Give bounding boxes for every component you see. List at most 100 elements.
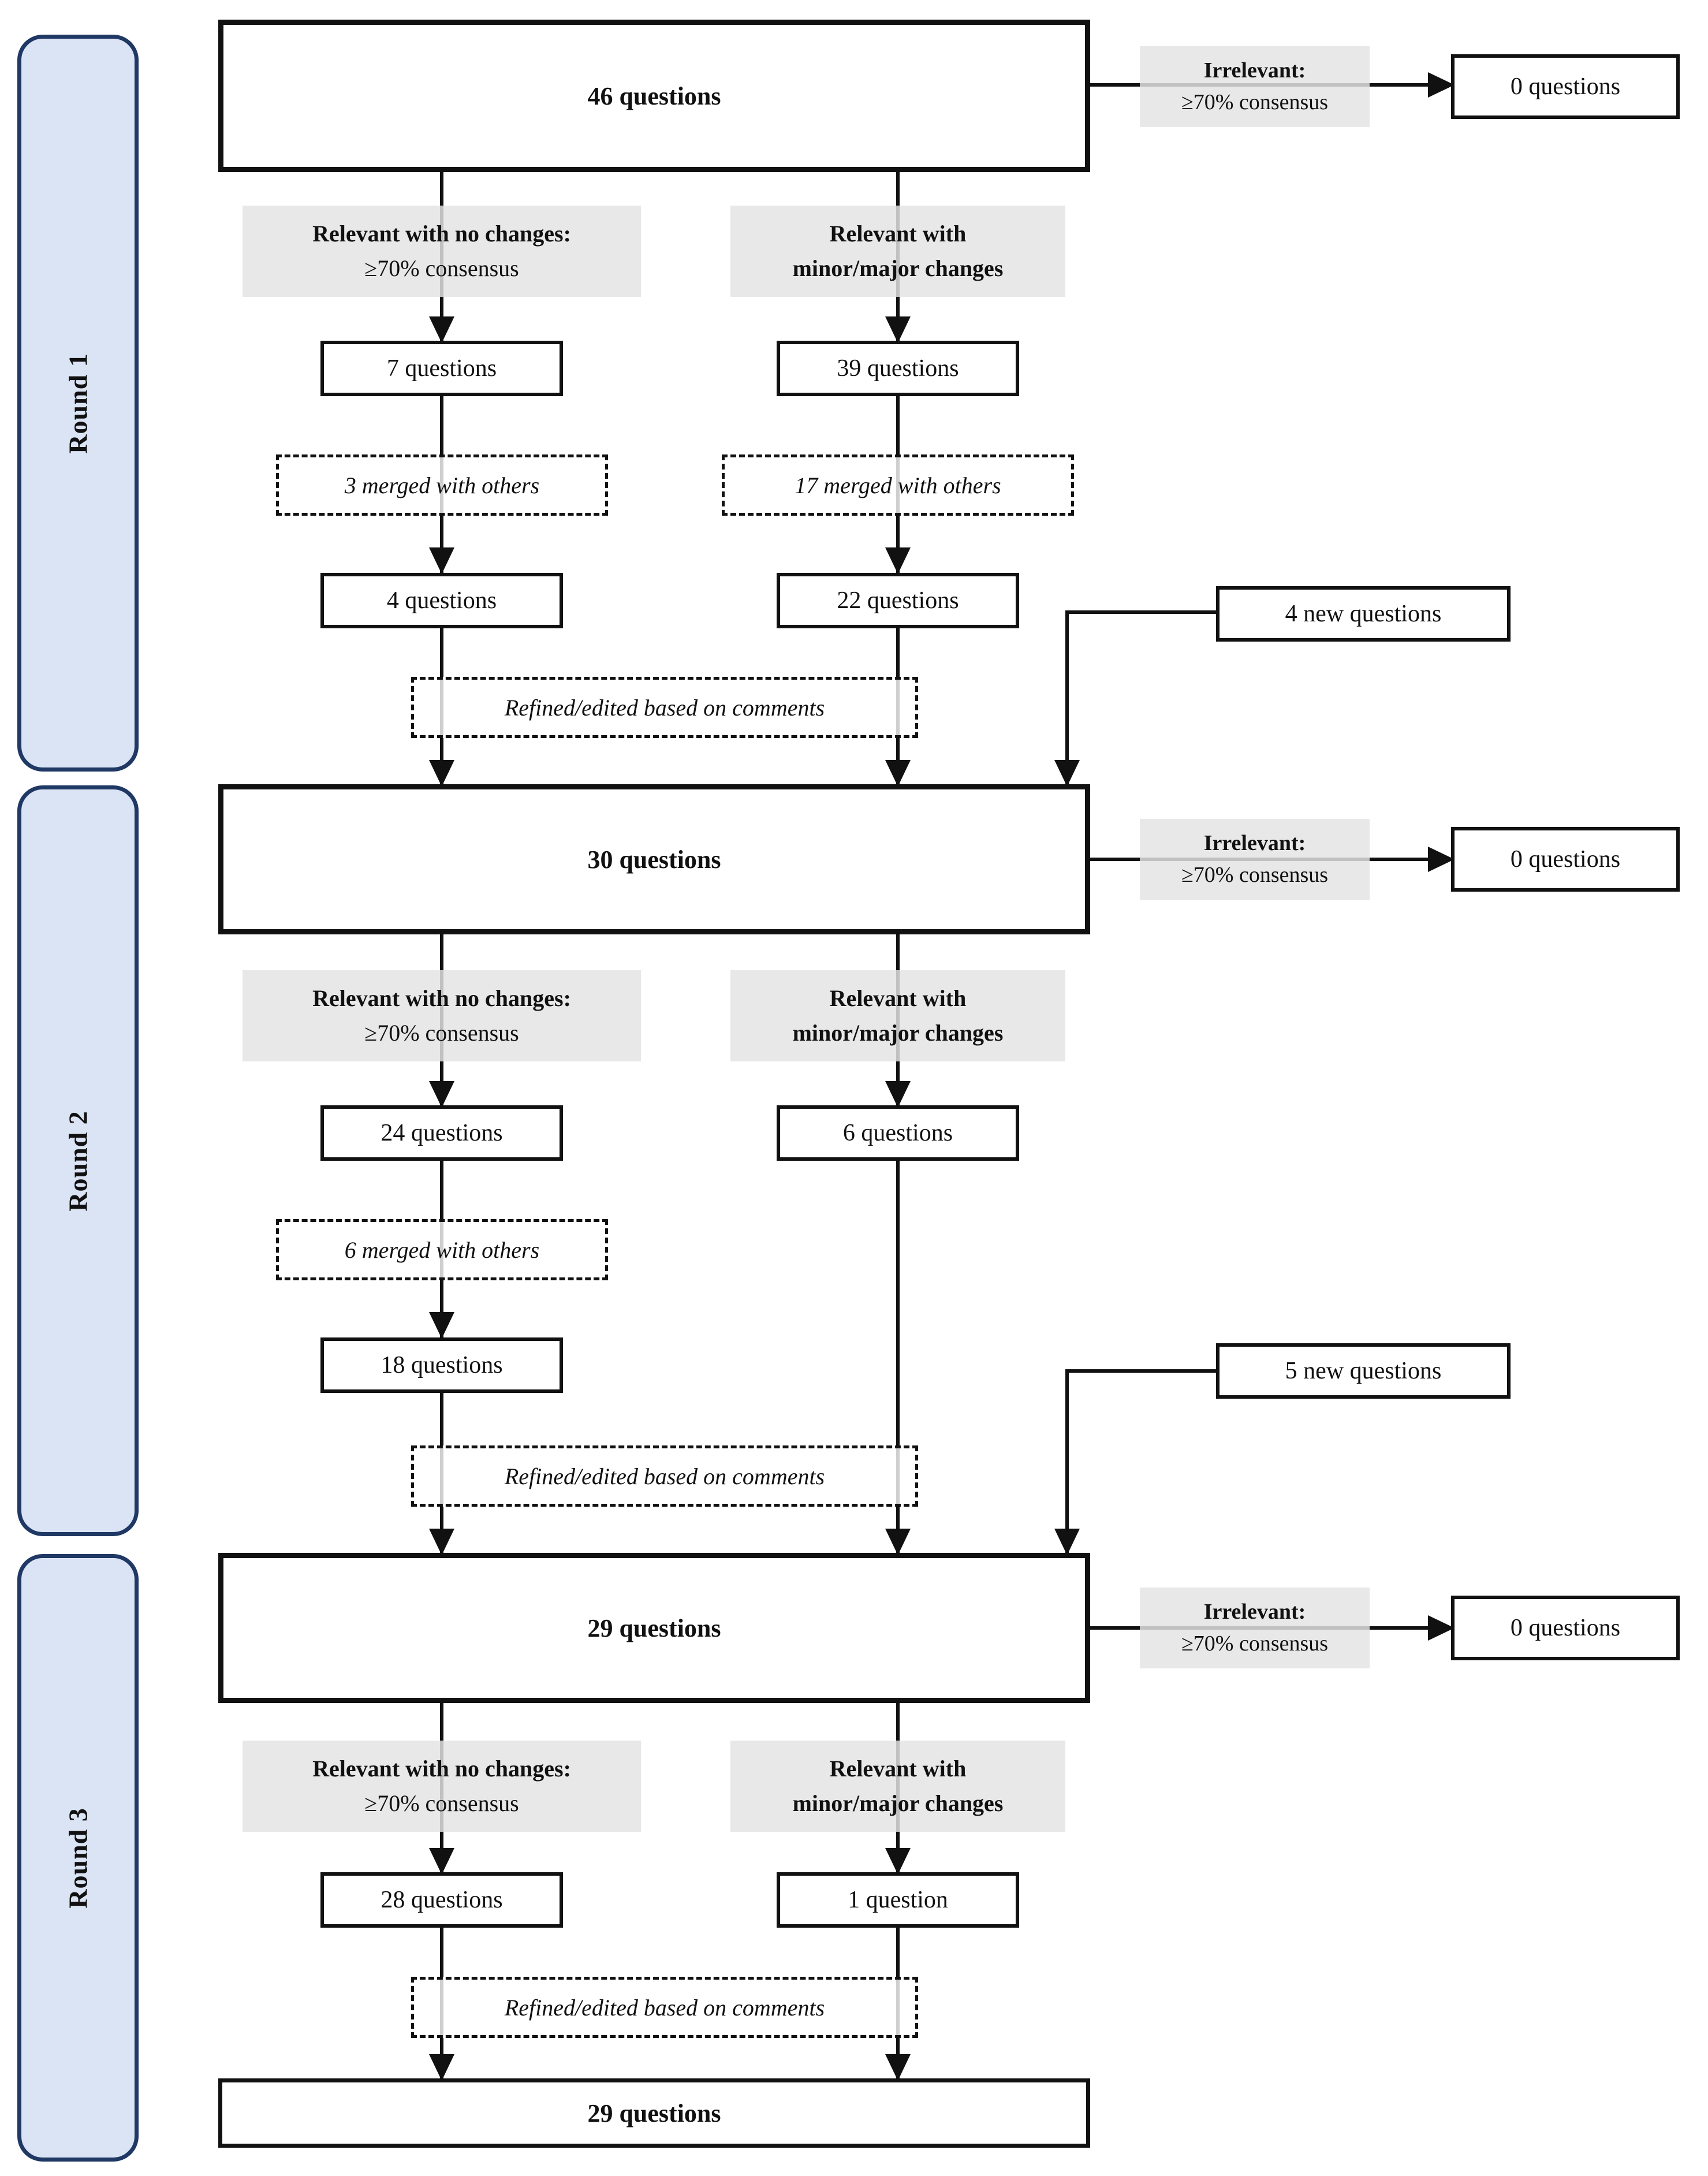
r1-minor-major-count: 39 questions (837, 355, 959, 382)
r3-no-changes-line1: Relevant with no changes: (312, 1756, 571, 1782)
r1-right-merged-note-box: 17 merged with others (722, 454, 1074, 516)
final-output-count: 29 questions (587, 2099, 721, 2127)
r2-irrelevant-result: 0 questions (1510, 846, 1621, 873)
r1-right-merged-note: 17 merged with others (795, 472, 1001, 498)
r3-irrelevant-title: Irrelevant: (1203, 1599, 1306, 1624)
r2-right-connector-2 (896, 1161, 900, 1553)
r2-minor-major-count-box: 6 questions (777, 1105, 1019, 1161)
round-1-tab: Round 1 (17, 35, 139, 772)
r3-minor-major-line2: minor/major changes (792, 1790, 1004, 1816)
r1-refined-note-box: Refined/edited based on comments (411, 677, 918, 738)
r1-irrelevant-result-box: 0 questions (1451, 54, 1680, 119)
final-output-box: 29 questions (218, 2078, 1090, 2148)
r3-minor-major-line1: Relevant with (829, 1756, 967, 1782)
r1-new-questions: 4 new questions (1285, 601, 1442, 627)
r1-refined-note: Refined/edited based on comments (504, 694, 825, 721)
r1-no-changes-label: Relevant with no changes: ≥70% consensus (243, 206, 641, 297)
r1-left-merged-note: 3 merged with others (344, 472, 540, 498)
r3-minor-major-count: 1 question (848, 1887, 948, 1913)
r1-input-count: 46 questions (587, 81, 721, 110)
r2-new-questions: 5 new questions (1285, 1358, 1442, 1384)
round-2-label: Round 2 (63, 1110, 93, 1212)
r1-right-arrowhead-3 (885, 760, 911, 787)
round-3-tab: Round 3 (17, 1554, 139, 2162)
r3-right-arrowhead-1 (885, 1848, 911, 1875)
r2-no-changes-merged-count: 18 questions (381, 1352, 503, 1378)
r3-irrelevant-criterion: ≥70% consensus (1181, 1631, 1329, 1656)
r1-irrelevant-result: 0 questions (1510, 73, 1621, 100)
r1-irrelevant-criterion: ≥70% consensus (1181, 90, 1329, 114)
r3-refined-note-box: Refined/edited based on comments (411, 1977, 918, 2038)
r1-no-changes-merged-count: 4 questions (386, 587, 497, 614)
round-2-tab: Round 2 (17, 785, 139, 1536)
r3-no-changes-count: 28 questions (381, 1887, 503, 1913)
r1-minor-major-line1: Relevant with (829, 221, 967, 247)
r2-left-arrowhead-2 (429, 1312, 454, 1339)
r2-new-questions-arrowhead (1054, 1529, 1080, 1555)
r2-no-changes-line2: ≥70% consensus (364, 1020, 519, 1046)
r2-minor-major-count: 6 questions (842, 1120, 953, 1146)
r1-minor-major-merged-count: 22 questions (837, 587, 959, 614)
r2-left-arrowhead-1 (429, 1081, 454, 1108)
r3-minor-major-label: Relevant with minor/major changes (730, 1741, 1065, 1832)
r2-irrelevant-result-box: 0 questions (1451, 827, 1680, 892)
r3-irrelevant-label: Irrelevant: ≥70% consensus (1140, 1588, 1370, 1668)
r2-minor-major-line2: minor/major changes (792, 1020, 1004, 1046)
r2-input-box: 30 questions (218, 784, 1090, 934)
r2-new-questions-elbow-h (1065, 1369, 1216, 1373)
r1-irrelevant-title: Irrelevant: (1203, 58, 1306, 83)
r1-minor-major-count-box: 39 questions (777, 341, 1019, 396)
r1-right-arrowhead-2 (885, 547, 911, 574)
r2-no-changes-label: Relevant with no changes: ≥70% consensus (243, 970, 641, 1061)
r1-left-merged-note-box: 3 merged with others (276, 454, 608, 516)
r2-irrelevant-arrowhead (1428, 847, 1455, 872)
r2-new-questions-box: 5 new questions (1216, 1343, 1511, 1399)
r3-irrelevant-result-box: 0 questions (1451, 1596, 1680, 1660)
r1-no-changes-merged-count-box: 4 questions (320, 573, 563, 628)
r2-input-count: 30 questions (587, 845, 721, 874)
r3-input-count: 29 questions (587, 1614, 721, 1642)
r1-no-changes-count-box: 7 questions (320, 341, 563, 396)
r3-irrelevant-arrowhead (1428, 1615, 1455, 1641)
r1-no-changes-line2: ≥70% consensus (364, 255, 519, 281)
r3-refined-note: Refined/edited based on comments (504, 1994, 825, 2021)
r2-no-changes-merged-count-box: 18 questions (320, 1337, 563, 1393)
r2-left-merged-note: 6 merged with others (344, 1236, 540, 1263)
r1-minor-major-merged-count-box: 22 questions (777, 573, 1019, 628)
round-3-label: Round 3 (63, 1807, 93, 1909)
r2-right-arrowhead-1 (885, 1081, 911, 1108)
r2-irrelevant-criterion: ≥70% consensus (1181, 863, 1329, 887)
r1-input-box: 46 questions (218, 20, 1090, 172)
r3-right-arrowhead-2 (885, 2054, 911, 2081)
r2-left-arrowhead-3 (429, 1529, 454, 1555)
r1-irrelevant-arrowhead (1428, 72, 1455, 98)
r2-irrelevant-title: Irrelevant: (1203, 830, 1306, 855)
r1-new-questions-box: 4 new questions (1216, 586, 1511, 642)
r2-refined-note: Refined/edited based on comments (504, 1463, 825, 1489)
r3-left-arrowhead-2 (429, 2054, 454, 2081)
r2-no-changes-line1: Relevant with no changes: (312, 985, 571, 1011)
r3-no-changes-line2: ≥70% consensus (364, 1790, 519, 1816)
r1-left-arrowhead-1 (429, 316, 454, 343)
r3-left-arrowhead-1 (429, 1848, 454, 1875)
r2-new-questions-elbow-v (1065, 1369, 1069, 1553)
r2-no-changes-count-box: 24 questions (320, 1105, 563, 1161)
r1-left-arrowhead-2 (429, 547, 454, 574)
r1-minor-major-line2: minor/major changes (792, 255, 1004, 281)
r1-new-questions-elbow-v (1065, 610, 1069, 784)
r2-minor-major-label: Relevant with minor/major changes (730, 970, 1065, 1061)
r2-refined-note-box: Refined/edited based on comments (411, 1445, 918, 1507)
r1-left-arrowhead-3 (429, 760, 454, 787)
r1-no-changes-line1: Relevant with no changes: (312, 221, 571, 247)
r1-right-arrowhead-1 (885, 316, 911, 343)
r2-irrelevant-label: Irrelevant: ≥70% consensus (1140, 819, 1370, 900)
r1-no-changes-count: 7 questions (386, 355, 497, 382)
r2-left-merged-note-box: 6 merged with others (276, 1219, 608, 1280)
r1-new-questions-elbow-h (1065, 610, 1216, 614)
r2-minor-major-line1: Relevant with (829, 985, 967, 1011)
r3-input-box: 29 questions (218, 1553, 1090, 1703)
r2-no-changes-count: 24 questions (381, 1120, 503, 1146)
r1-minor-major-label: Relevant with minor/major changes (730, 206, 1065, 297)
r3-no-changes-count-box: 28 questions (320, 1872, 563, 1928)
